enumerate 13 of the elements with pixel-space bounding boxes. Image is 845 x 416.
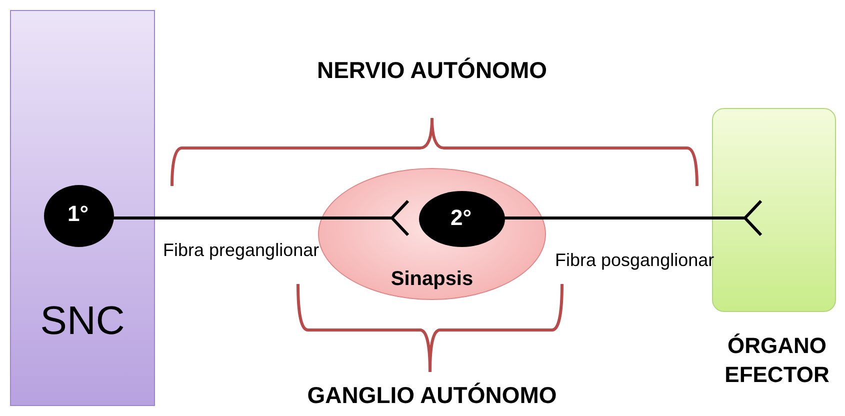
edge-label: Fibra preganglionar: [163, 240, 320, 261]
cns-column: [10, 10, 155, 406]
organ-title: ÓRGANO EFECTOR: [724, 332, 830, 389]
neuron-label: 2°: [449, 204, 473, 232]
section-label: NERVIO AUTÓNOMO: [316, 57, 548, 84]
nerve-fiber: [504, 200, 762, 236]
section-label: GANGLIO AUTÓNOMO: [306, 382, 558, 409]
nerve-fiber: [113, 200, 410, 236]
node-label: Sinapsis: [390, 267, 474, 292]
neuron-label: 1°: [66, 200, 90, 228]
edge-label: Fibra posganglionar: [555, 250, 714, 271]
effector-organ: [712, 108, 836, 312]
node-label: SNC: [39, 298, 126, 345]
